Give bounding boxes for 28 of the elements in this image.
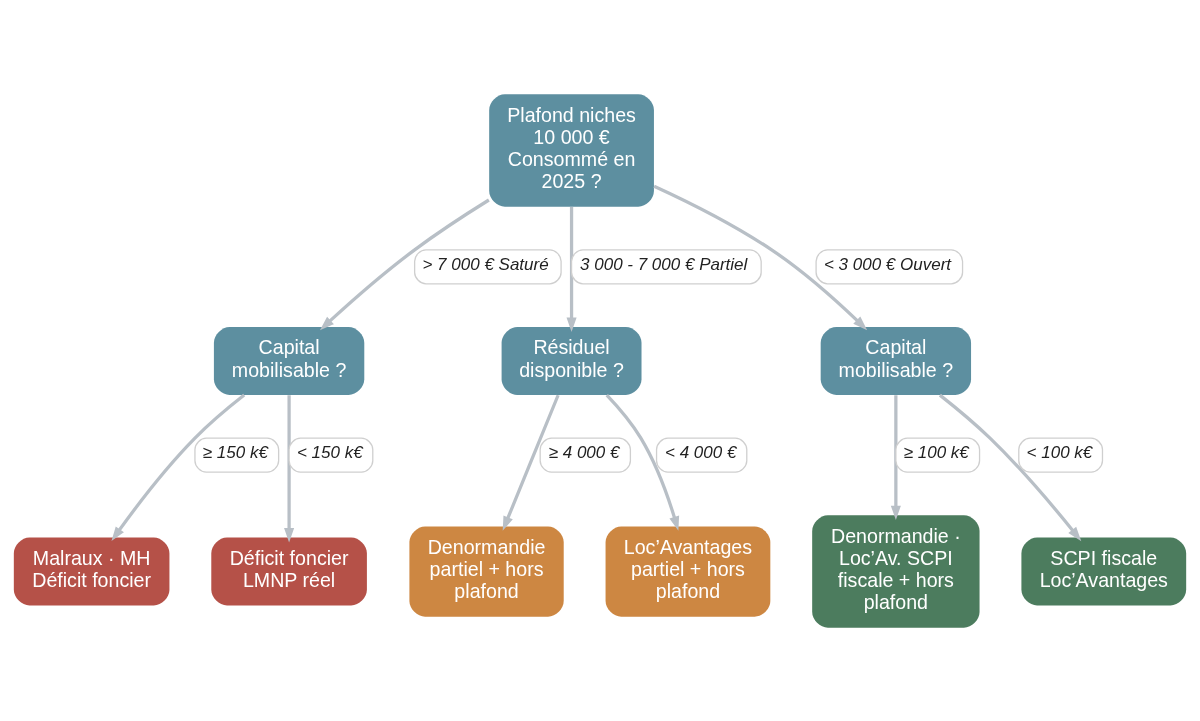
edge-label: ≥ 100 k€ [903, 442, 969, 462]
arrow [284, 394, 295, 542]
edge-label: > 7 000 € Saturé [422, 254, 549, 274]
node-box: Déficit foncier LMNP réel [211, 537, 367, 606]
edge-label: 3 000 - 7 000 € Partiel [580, 254, 748, 274]
edge-label: < 3 000 € Ouvert [823, 254, 952, 274]
arrow [111, 393, 246, 541]
node-box: Capital mobilisable ? [213, 326, 365, 395]
node-box: Denormandie · Loc’Av. SCPI fiscale + hors plafond [812, 514, 980, 628]
edge-label: ≥ 150 k€ [202, 442, 268, 462]
arrow [319, 198, 490, 330]
arrow [566, 206, 577, 332]
node-box: Malraux · MH Déficit foncier [13, 537, 170, 606]
node-box: SCPI fiscale Loc’Avantages [1021, 537, 1187, 606]
arrow [938, 393, 1082, 541]
edge-label: ≥ 4 000 € [548, 442, 620, 462]
node-box: Capital mobilisable ? [820, 326, 972, 395]
edge-label: < 150 k€ [296, 442, 363, 462]
edge-label: < 100 k€ [1026, 442, 1093, 462]
arrow [890, 394, 901, 520]
node-box: Résiduel disponible ? [501, 326, 642, 395]
arrow [653, 184, 868, 330]
edge-label: < 4 000 € [665, 442, 737, 462]
node-box: Plafond niches 10 000 € Consommé en 2025 ? [489, 93, 654, 207]
arrow [502, 394, 560, 531]
node-box: Loc’Avantages partiel + hors plafond [605, 525, 771, 617]
arrow [605, 393, 680, 531]
node-box: Denormandie partiel + hors plafond [409, 525, 564, 617]
